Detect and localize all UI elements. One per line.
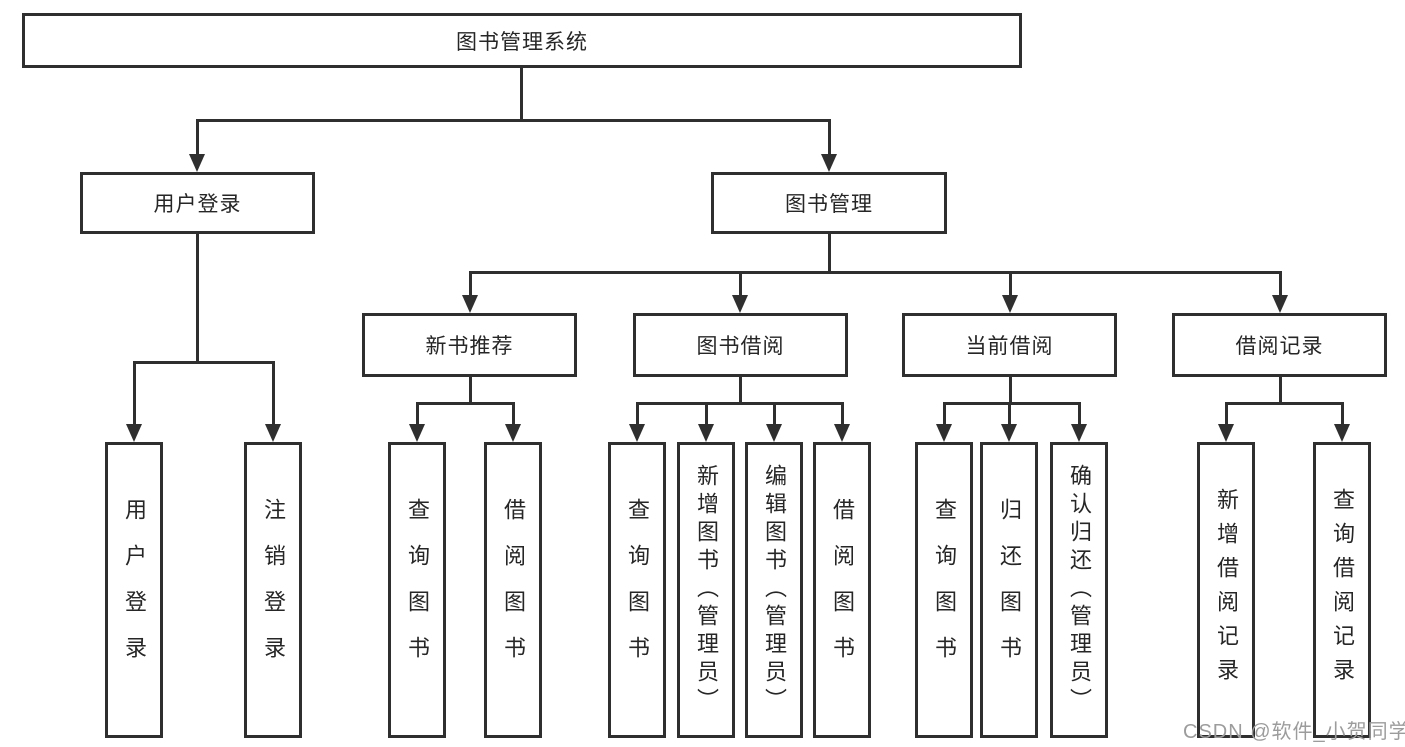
leaf-logout: 注销登录 (244, 442, 302, 738)
leaf-user-login: 用户登录 (105, 442, 163, 738)
arrow-down-icon (1002, 295, 1018, 313)
leaf-edit-book-admin: 编辑图书（管理员） (745, 442, 803, 738)
connector-vline (196, 119, 199, 156)
connector-vline (469, 377, 472, 403)
connector-vline (828, 119, 831, 156)
connector-vline (272, 361, 275, 426)
connector-vline (520, 68, 523, 120)
connector-vline (636, 402, 639, 426)
leaf-add-book-admin: 新增图书（管理员） (677, 442, 735, 738)
leaf-query-books-1: 查询图书 (388, 442, 446, 738)
node-new-book-recommend: 新书推荐 (362, 313, 577, 377)
node-book-borrowing: 图书借阅 (633, 313, 848, 377)
connector-hline (943, 402, 1080, 405)
arrow-down-icon (409, 424, 425, 442)
leaf-borrow-books-1: 借阅图书 (484, 442, 542, 738)
connector-vline (1279, 377, 1282, 403)
connector-vline (943, 402, 946, 426)
connector-vline (1009, 271, 1012, 297)
leaf-borrow-books-2: 借阅图书 (813, 442, 871, 738)
node-book-management: 图书管理 (711, 172, 947, 234)
arrow-down-icon (1334, 424, 1350, 442)
arrow-down-icon (1272, 295, 1288, 313)
connector-hline (133, 361, 274, 364)
csdn-watermark: CSDN @软件_小贺同学 (1183, 721, 1405, 743)
leaf-query-books-2: 查询图书 (608, 442, 666, 738)
connector-hline (469, 271, 1281, 274)
arrow-down-icon (834, 424, 850, 442)
connector-vline (1225, 402, 1228, 426)
arrow-down-icon (766, 424, 782, 442)
connector-hline (636, 402, 843, 405)
arrow-down-icon (732, 295, 748, 313)
connector-vline (1078, 402, 1081, 426)
arrow-down-icon (1218, 424, 1234, 442)
arrow-down-icon (265, 424, 281, 442)
connector-vline (512, 402, 515, 426)
connector-vline (1279, 271, 1282, 297)
connector-vline (133, 361, 136, 426)
connector-hline (196, 119, 830, 122)
arrow-down-icon (462, 295, 478, 313)
connector-vline (1008, 402, 1011, 426)
connector-vline (739, 271, 742, 297)
connector-vline (416, 402, 419, 426)
leaf-add-borrow-record: 新增借阅记录 (1197, 442, 1255, 738)
arrow-down-icon (629, 424, 645, 442)
arrow-down-icon (936, 424, 952, 442)
leaf-query-borrow-record: 查询借阅记录 (1313, 442, 1371, 738)
leaf-query-books-3: 查询图书 (915, 442, 973, 738)
arrow-down-icon (126, 424, 142, 442)
leaf-return-book: 归还图书 (980, 442, 1038, 738)
node-current-borrowing: 当前借阅 (902, 313, 1117, 377)
leaf-confirm-return-admin: 确认归还（管理员） (1050, 442, 1108, 738)
node-borrowing-records: 借阅记录 (1172, 313, 1387, 377)
arrow-down-icon (1001, 424, 1017, 442)
connector-vline (739, 377, 742, 403)
connector-hline (1225, 402, 1343, 405)
connector-vline (469, 271, 472, 297)
connector-vline (841, 402, 844, 426)
arrow-down-icon (505, 424, 521, 442)
connector-vline (1341, 402, 1344, 426)
node-user-login: 用户登录 (80, 172, 315, 234)
arrow-down-icon (698, 424, 714, 442)
connector-vline (1009, 377, 1012, 403)
connector-vline (773, 402, 776, 426)
connector-vline (828, 234, 831, 272)
arrow-down-icon (189, 154, 205, 172)
arrow-down-icon (1071, 424, 1087, 442)
node-root: 图书管理系统 (22, 13, 1022, 68)
connector-vline (705, 402, 708, 426)
connector-hline (416, 402, 514, 405)
connector-vline (196, 234, 199, 362)
arrow-down-icon (821, 154, 837, 172)
